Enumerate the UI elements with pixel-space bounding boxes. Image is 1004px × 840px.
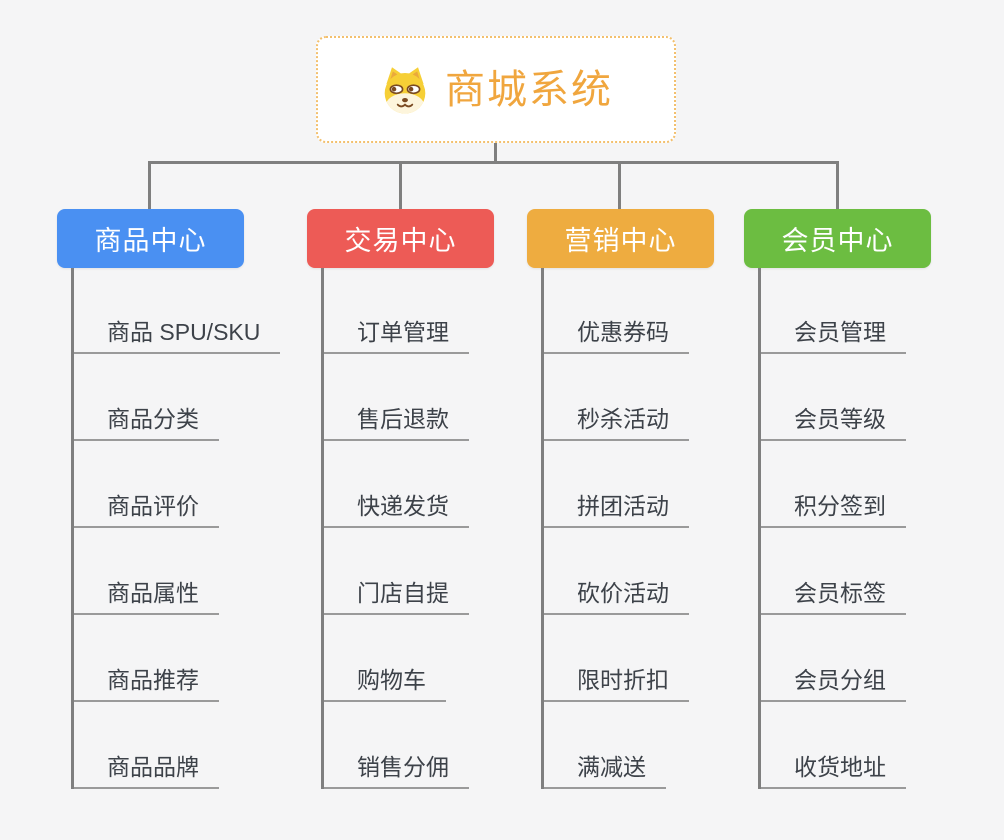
topic-node[interactable]: 砍价活动: [544, 526, 689, 615]
topic-node[interactable]: 售后退款: [324, 352, 469, 441]
topic-node[interactable]: 拼团活动: [544, 439, 689, 528]
root-topic-label: 商城系统: [445, 67, 613, 112]
connector-bus-line: [148, 161, 839, 164]
topic-node[interactable]: 积分签到: [761, 439, 906, 528]
topic-node[interactable]: 商品推荐: [74, 613, 219, 702]
topic-node[interactable]: 收货地址: [761, 700, 906, 789]
branch-node-product-center[interactable]: 商品中心: [57, 209, 244, 268]
connector-drop-member: [836, 163, 839, 209]
root-topic-node[interactable]: 商城系统: [316, 36, 676, 143]
topic-node[interactable]: 秒杀活动: [544, 352, 689, 441]
topic-node[interactable]: 会员管理: [761, 268, 906, 354]
topic-node[interactable]: 会员分组: [761, 613, 906, 702]
branch-node-member-center[interactable]: 会员中心: [744, 209, 931, 268]
topic-node[interactable]: 满减送: [544, 700, 666, 789]
connector-drop-marketing: [618, 163, 621, 209]
connector-root-drop: [494, 143, 497, 163]
topic-node[interactable]: 快递发货: [324, 439, 469, 528]
topic-node[interactable]: 限时折扣: [544, 613, 689, 702]
topic-node[interactable]: 会员标签: [761, 526, 906, 615]
connector-drop-trade: [399, 163, 402, 209]
leaf-column-member-center: 会员管理 会员等级 积分签到 会员标签 会员分组 收货地址: [758, 268, 906, 789]
branch-node-marketing-center[interactable]: 营销中心: [527, 209, 714, 268]
topic-node[interactable]: 会员等级: [761, 352, 906, 441]
topic-node[interactable]: 商品品牌: [74, 700, 219, 789]
connector-drop-product: [148, 163, 151, 209]
shiba-dog-icon: [379, 64, 431, 116]
leaf-column-marketing-center: 优惠券码 秒杀活动 拼团活动 砍价活动 限时折扣 满减送: [541, 268, 689, 789]
leaf-column-product-center: 商品 SPU/SKU 商品分类 商品评价 商品属性 商品推荐 商品品牌: [71, 268, 281, 789]
topic-node[interactable]: 商品 SPU/SKU: [74, 268, 281, 354]
topic-node[interactable]: 商品属性: [74, 526, 219, 615]
topic-node[interactable]: 优惠券码: [544, 268, 689, 354]
topic-node[interactable]: 销售分佣: [324, 700, 469, 789]
topic-node[interactable]: 购物车: [324, 613, 446, 702]
topic-node[interactable]: 商品评价: [74, 439, 219, 528]
topic-node[interactable]: 商品分类: [74, 352, 219, 441]
leaf-column-trade-center: 订单管理 售后退款 快递发货 门店自提 购物车 销售分佣: [321, 268, 469, 789]
branch-node-trade-center[interactable]: 交易中心: [307, 209, 494, 268]
topic-node[interactable]: 门店自提: [324, 526, 469, 615]
topic-node[interactable]: 订单管理: [324, 268, 469, 354]
